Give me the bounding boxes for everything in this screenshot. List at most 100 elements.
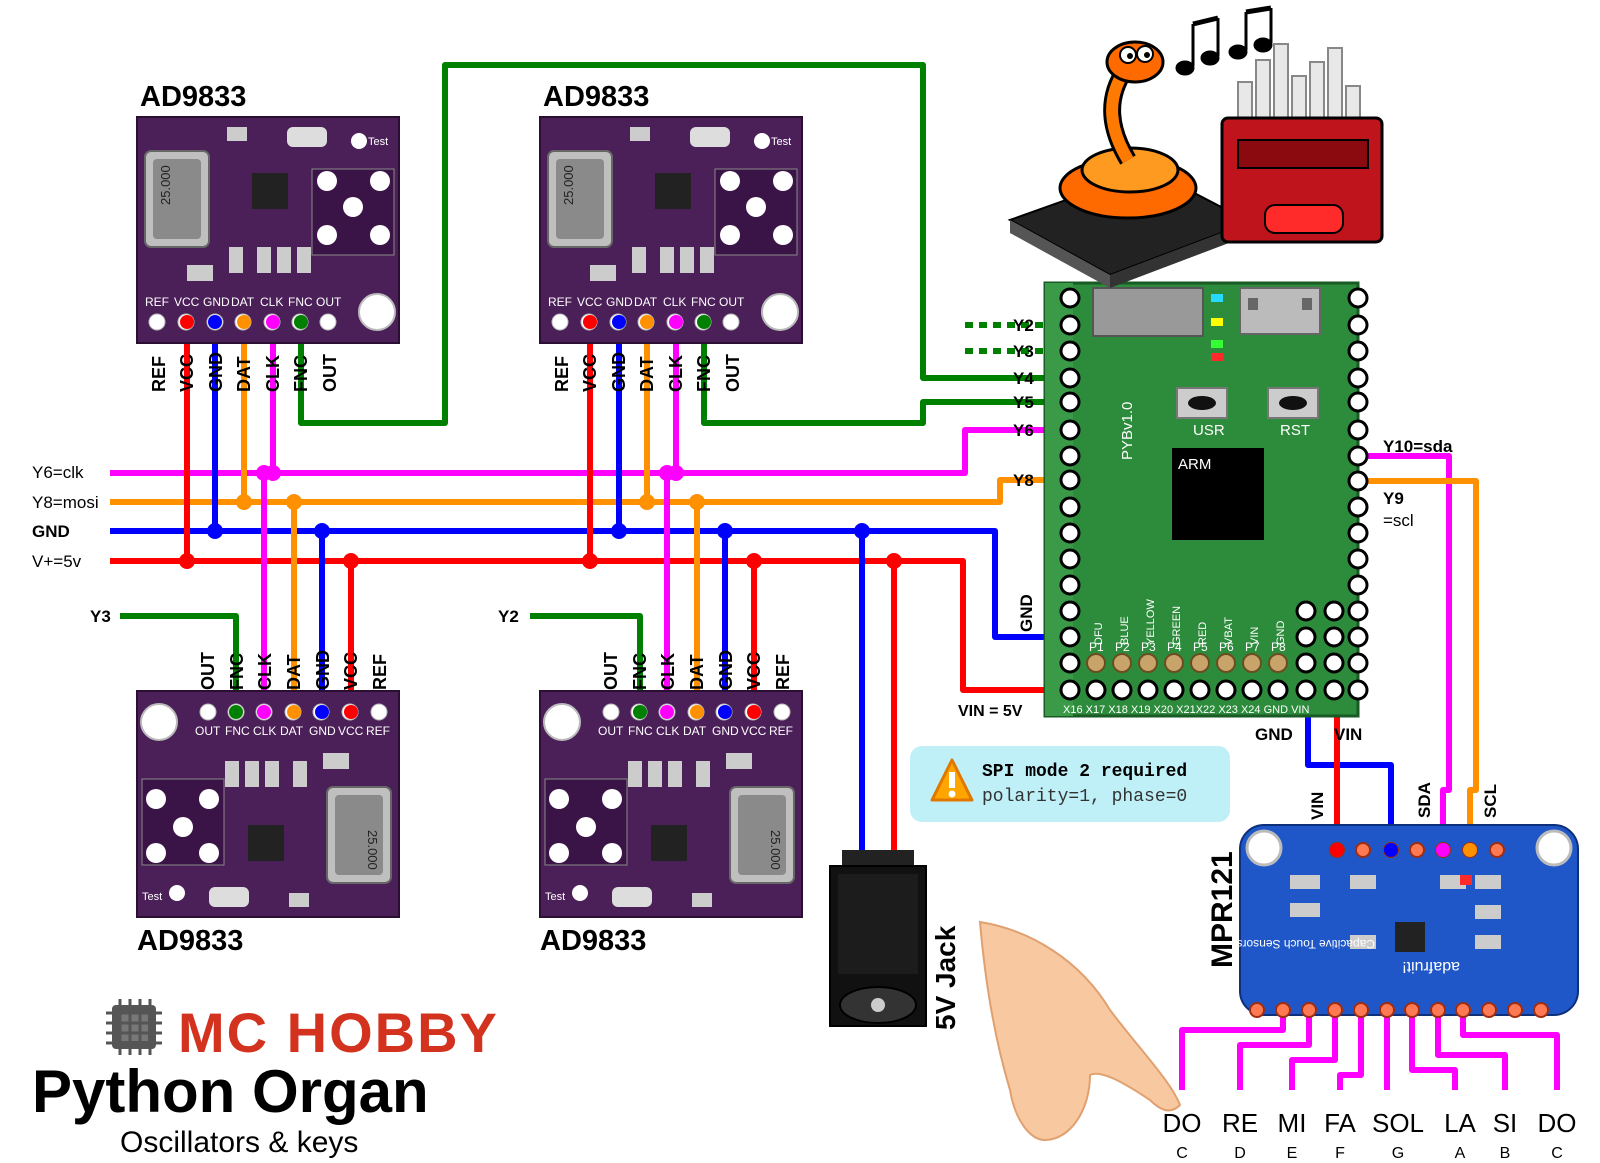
pin-label-fnc: FNC	[694, 355, 714, 392]
p-pin-label: P8	[1271, 640, 1286, 654]
key-label-do2: DO	[1538, 1108, 1577, 1138]
pin-dots	[229, 705, 358, 719]
music-notes-icon	[1175, 5, 1273, 76]
pin-dots	[180, 315, 308, 329]
silk-pin: CLK	[656, 724, 679, 738]
silk-pin: OUT	[195, 724, 221, 738]
p-pin-label: P3	[1141, 640, 1156, 654]
pin-label-vcc: VCC	[341, 652, 361, 690]
mpr-label-sda: SDA	[1415, 782, 1434, 818]
pin-label-y5: Y5	[1013, 393, 1034, 412]
page-title: Python Organ	[32, 1058, 429, 1125]
pin-label-fnc: FNC	[630, 653, 650, 690]
p-pin-label: P2	[1115, 640, 1130, 654]
pin-label-out: OUT	[198, 652, 218, 690]
ad9833-top-left: 25.000 Test AD9833 REF VCC GND DAT CLK F…	[136, 81, 400, 392]
key-wire-do	[1179, 1010, 1286, 1090]
jack-label: 5V Jack	[930, 925, 961, 1030]
silk-pin: VCC	[577, 295, 603, 309]
bus-label-mosi: Y8=mosi	[32, 493, 99, 512]
silk-pin: CLK	[253, 724, 276, 738]
pin-labels: REF VCC GND DAT CLK FNC OUT	[149, 352, 340, 392]
silk-pin: DAT	[280, 724, 304, 738]
silk-pin: REF	[145, 295, 169, 309]
pin-label-dat: DAT	[637, 356, 657, 392]
note-line-1: SPI mode 2 required	[982, 762, 1187, 782]
pin-label-y6: Y6	[1013, 421, 1034, 440]
key-label-la: LA	[1444, 1108, 1476, 1138]
bottom-pin-silk: OUT FNC CLK DAT GND VCC REF	[598, 724, 793, 738]
silk-pin: VCC	[338, 724, 364, 738]
bus-label-vplus: V+=5v	[32, 552, 82, 571]
p-pin-label: P1	[1089, 640, 1104, 654]
usr-button-label: USR	[1193, 422, 1225, 439]
page-subtitle: Oscillators & keys	[120, 1126, 358, 1159]
silk-pin: OUT	[316, 295, 342, 309]
pin-label-y4: Y4	[1013, 369, 1034, 388]
key-wire-fa	[1337, 1010, 1364, 1090]
top-pin-silk: REF VCC GND DAT CLK FNC OUT	[548, 295, 745, 309]
key-label-mi: MI	[1278, 1108, 1307, 1138]
pin-label-gnd: GND	[206, 352, 226, 392]
silk-pin: GND	[606, 295, 633, 309]
key-labels: DO RE MI FA SOL LA SI DO C D E F G A B C	[1163, 1108, 1577, 1162]
crystal-text: 25.000	[158, 165, 173, 205]
led-silk-label: DFU	[1093, 622, 1105, 645]
p-pads	[1086, 653, 1288, 673]
board-test-text: Test	[771, 136, 791, 148]
top-pin-silk: REF VCC GND DAT CLK FNC OUT	[145, 295, 342, 309]
silk-pin: FNC	[288, 295, 313, 309]
silk-pin: OUT	[719, 295, 745, 309]
warning-icon	[930, 758, 974, 802]
mpr-touch-text: Capacitive Touch Sensors	[1236, 937, 1375, 951]
pin-label-fnc: FNC	[291, 355, 311, 392]
p-pin-label: P7	[1245, 640, 1260, 654]
left-pin-holes	[1059, 287, 1081, 701]
silk-pin: CLK	[663, 295, 686, 309]
bottom-pin-silk: OUT FNC CLK DAT GND VCC REF	[195, 724, 390, 738]
bottom-pin-silk: X16 X17 X18 X19 X20 X21X22 X23 X24 GND V…	[1063, 704, 1309, 716]
bus-labels: Y6=clk Y8=mosi GND V+=5v Y3 Y2	[32, 463, 519, 626]
silk-pin: FNC	[225, 724, 250, 738]
pin-label-clk: CLK	[255, 653, 275, 690]
led-silk: DFU BLUE YELLOW GREEN RED VBAT VIN GND	[1093, 599, 1287, 645]
silk-pin: DAT	[683, 724, 707, 738]
junctions	[179, 465, 902, 569]
right-pin-holes	[1347, 287, 1369, 701]
power-jack: 5V Jack	[829, 850, 961, 1030]
pin-label-vin: VIN = 5V	[958, 703, 1023, 720]
key-wires	[1179, 1010, 1560, 1090]
organ-icon	[1220, 43, 1384, 244]
pin-label-gnd: GND	[716, 650, 736, 690]
tm-fnc-wire	[701, 330, 1050, 426]
micropython-logo	[1007, 40, 1253, 288]
mpr-bottom-pads	[1249, 1002, 1549, 1018]
pyboard-pin-labels: Y2 Y3 Y4 Y5 Y6 Y8 GND VIN = 5V Y10=sda Y…	[958, 316, 1453, 744]
pin-label-clk: CLK	[263, 355, 283, 392]
mchobby-logo: MC HOBBY	[106, 999, 497, 1064]
mpr-gnd-wire	[1305, 700, 1394, 850]
mosi-bus-wire	[110, 477, 1050, 505]
crystal-text: 25.000	[365, 830, 380, 870]
ad9833-top-middle: 25.000 Test AD9833 REF VCC GND DAT CLK F…	[539, 81, 803, 392]
crystal-text: 25.000	[561, 165, 576, 205]
led-silk-label: YELLOW	[1145, 599, 1157, 645]
pin-label-bottom-gnd: GND	[1255, 725, 1293, 744]
key-letter-g: G	[1392, 1145, 1404, 1162]
wires	[110, 62, 1560, 1090]
pyboard: USR RST ARM PYBv1.0 DFU BLUE YELLOW GREE…	[1043, 281, 1369, 718]
module-name: AD9833	[140, 81, 246, 113]
led-silk-label: RED	[1197, 622, 1209, 645]
board-test-text: Test	[142, 891, 162, 903]
board-test-text: Test	[545, 891, 565, 903]
key-label-si: SI	[1493, 1108, 1518, 1138]
key-label-re: RE	[1222, 1108, 1258, 1138]
sda-wire	[1358, 453, 1452, 850]
p-pin-label: P6	[1219, 640, 1234, 654]
silk-pin: DAT	[634, 295, 658, 309]
vplus-bus-wire	[110, 558, 1050, 693]
mpr-name: MPR121	[1206, 851, 1239, 968]
key-label-do: DO	[1163, 1108, 1202, 1138]
mpr-brand: adafruit!	[1402, 958, 1460, 975]
ad9833-bottom-middle: 25.000 Test AD9833 OUT FNC CLK DAT GND V…	[539, 650, 803, 957]
